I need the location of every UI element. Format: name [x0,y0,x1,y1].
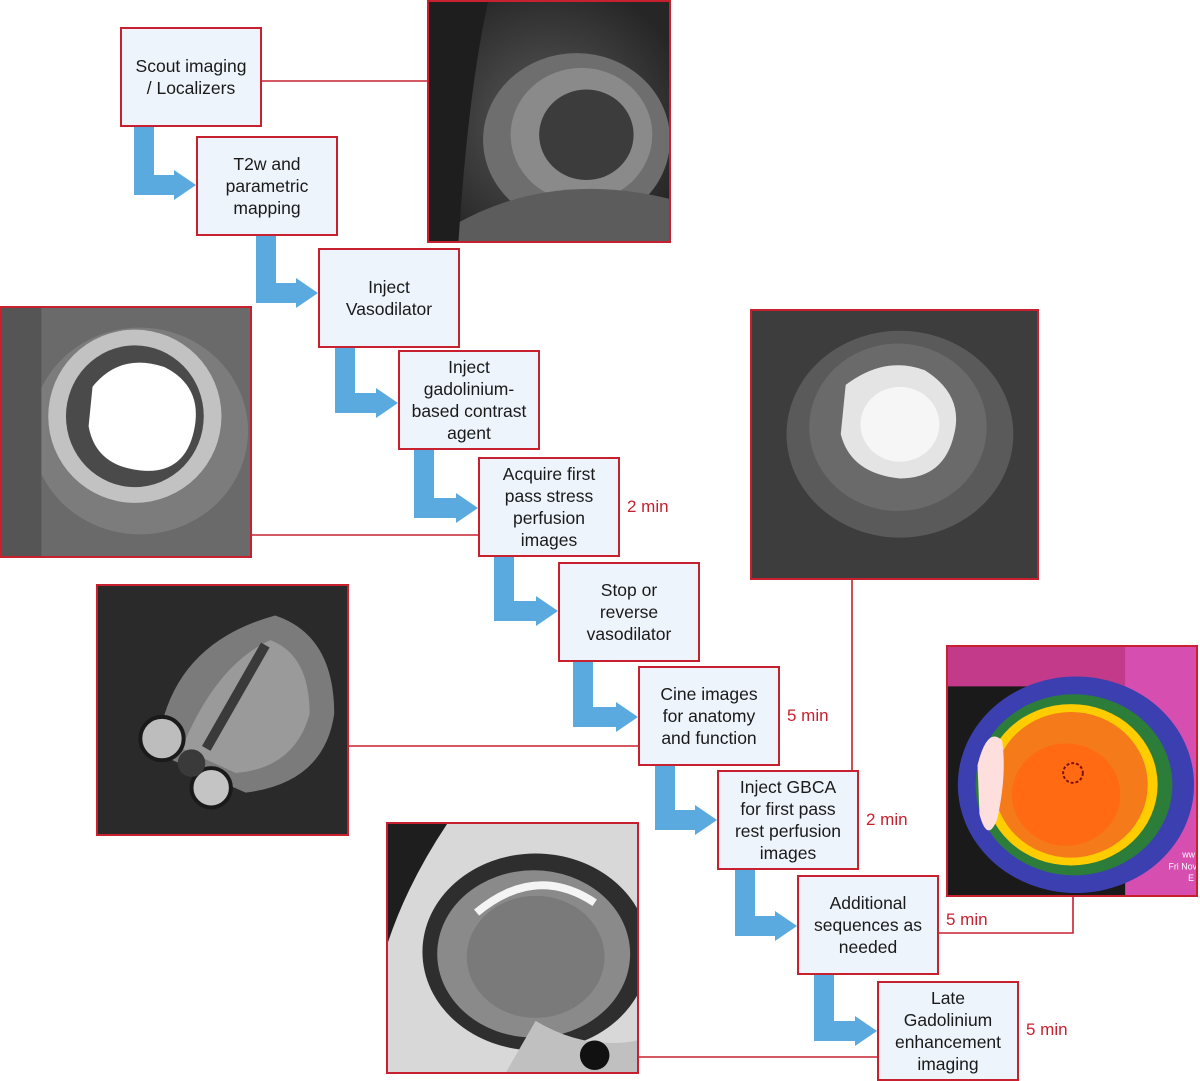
time-cine-images: 5 min [787,706,829,725]
flow-arrow-9 [814,975,877,1046]
step-cine-images: Cine images for anatomy and function [638,666,780,766]
flow-arrow-8 [735,870,797,941]
step-additional-sequences: Additional sequences as needed [797,875,939,975]
map-overlay-line1: ww [1181,850,1195,860]
stress-perfusion-short-axis-image [0,306,252,558]
flow-arrow-5 [494,557,558,626]
flow-arrow-1 [134,127,196,200]
cine-four-chamber-image [96,584,349,836]
flow-arrow-7 [655,766,717,835]
time-inject-gbca-rest: 2 min [866,810,908,829]
time-late-gadolinium: 5 min [1026,1020,1068,1039]
step-inject-gbca-rest: Inject GBCA for first pass rest perfusio… [717,770,859,870]
lge-short-axis-image [386,822,639,1074]
map-overlay-line2: Fri Nov [1168,861,1196,871]
flow-arrow-2 [256,236,318,308]
flow-arrow-4 [414,450,478,523]
time-additional-sequences: 5 min [946,910,988,929]
step-inject-vasodilator: Inject Vasodilator [318,248,460,348]
flow-arrow-3 [335,348,398,418]
rest-perfusion-short-axis-image [750,309,1039,580]
step-stop-vasodilator: Stop or reverse vasodilator [558,562,700,662]
time-first-pass-stress: 2 min [627,497,669,516]
step-scout-imaging: Scout imaging / Localizers [120,27,262,127]
step-late-gadolinium: Late Gadolinium enhancement imaging [877,981,1019,1081]
flow-arrow-6 [573,662,638,732]
map-overlay-line3: E [1188,873,1194,883]
t2-mapping-short-axis-image [427,0,671,243]
step-inject-gadolinium: Inject gadolinium- based contrast agent [398,350,540,450]
step-t2w-mapping: T2w and parametric mapping [196,136,338,236]
parametric-map-color-image: ww Fri Nov E [946,645,1198,897]
connector-map-image [938,896,1074,934]
step-first-pass-stress: Acquire first pass stress perfusion imag… [478,457,620,557]
